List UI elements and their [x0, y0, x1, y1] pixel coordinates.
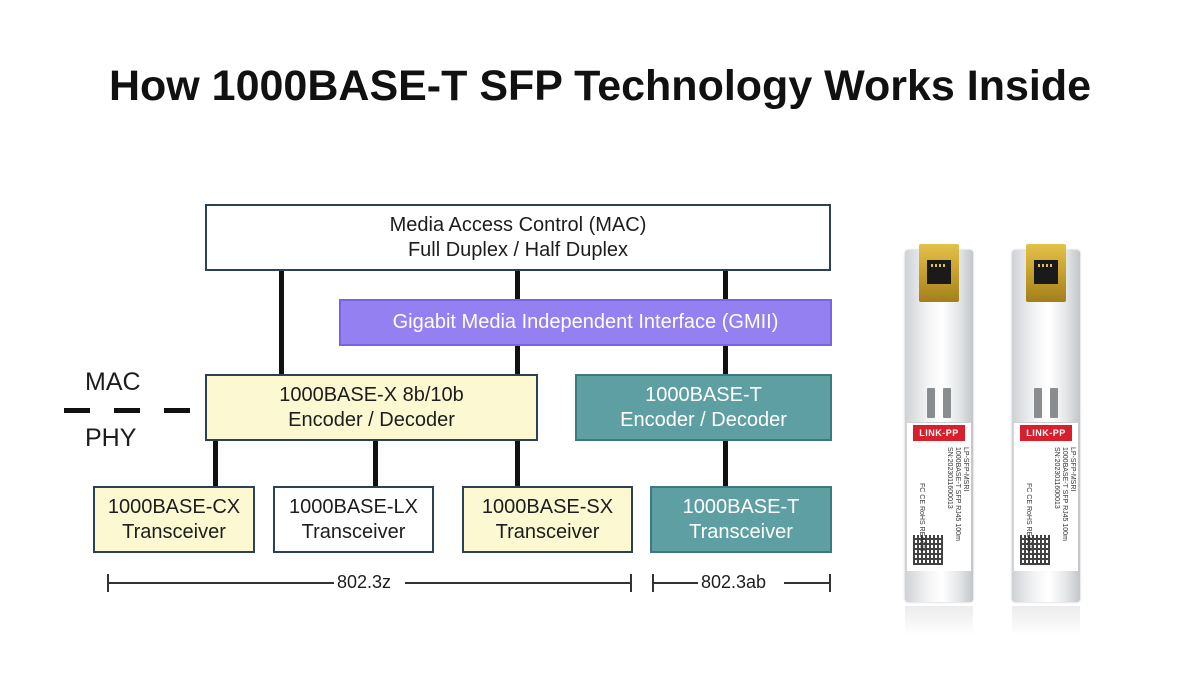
page-title: How 1000BASE-T SFP Technology Works Insi…: [108, 62, 1092, 110]
cert-marks: FC CE RoHS REACH: [918, 483, 925, 552]
connector-gmii-encoder-x: [515, 345, 520, 376]
connector-mac-gmii: [515, 270, 520, 300]
qr-code: [913, 535, 943, 565]
rj45-connector: [919, 244, 959, 302]
range-ab-line-left: [653, 582, 698, 584]
transceiver-t-box: 1000BASE-T Transceiver: [650, 486, 832, 553]
transceiver-t-line2: Transceiver: [689, 520, 793, 543]
reflection: [1012, 606, 1080, 636]
vent-slot: [927, 388, 935, 418]
brand-logo: LINK-PP: [913, 425, 965, 441]
encoder-x-line2: Encoder / Decoder: [288, 408, 455, 431]
mac-layer-label: MAC: [85, 368, 141, 396]
layer-boundary-dash-1: [64, 408, 90, 413]
encoder-t-box: 1000BASE-T Encoder / Decoder: [575, 374, 832, 441]
product-serial: SN:2023011600013: [946, 447, 953, 509]
transceiver-sx-line2: Transceiver: [495, 520, 600, 543]
vent-slot: [943, 388, 951, 418]
range-z-line-left: [108, 582, 334, 584]
rj45-port: [1034, 260, 1058, 284]
encoder-x-box: 1000BASE-X 8b/10b Encoder / Decoder: [205, 374, 538, 441]
transceiver-lx-line1: 1000BASE-LX: [289, 495, 418, 518]
range-z-label: 802.3z: [337, 572, 392, 592]
product-model: LP-SFP-MSRI: [1069, 447, 1076, 492]
connector-encoder-t-transceiver: [723, 440, 728, 487]
product-desc: 1000BASE-T SFP RJ45 100m: [1061, 447, 1068, 541]
product-label-text: LP-SFP-MSRI 1000BASE-T SFP RJ45 100m SN:…: [1036, 447, 1076, 567]
transceiver-t-line1: 1000BASE-T: [682, 495, 800, 518]
transceiver-cx-box: 1000BASE-CX Transceiver: [93, 486, 255, 553]
connector-encoder-x-lx: [373, 440, 378, 487]
range-ab-line-right: [784, 582, 829, 584]
brand-logo: LINK-PP: [1020, 425, 1072, 441]
connector-encoder-x-cx: [213, 440, 218, 487]
range-z-end-tick: [630, 574, 632, 592]
rj45-connector: [1026, 244, 1066, 302]
transceiver-lx-line2: Transceiver: [301, 520, 406, 543]
rj45-port: [927, 260, 951, 284]
gmii-box: Gigabit Media Independent Interface (GMI…: [339, 299, 832, 346]
connector-mac-encoder-x: [279, 270, 284, 376]
mac-box: Media Access Control (MAC) Full Duplex /…: [205, 204, 831, 271]
range-ab-end-tick: [829, 574, 831, 592]
connector-gmii-encoder-t: [723, 345, 728, 376]
gmii-box-label: Gigabit Media Independent Interface (GMI…: [392, 311, 779, 333]
layer-boundary-dash-2: [114, 408, 140, 413]
connector-encoder-x-sx: [515, 440, 520, 487]
reflection: [905, 606, 973, 636]
product-model: LP-SFP-MSRI: [962, 447, 969, 492]
phy-layer-label: PHY: [85, 424, 137, 452]
cert-marks: FC CE RoHS REACH: [1025, 483, 1032, 552]
transceiver-cx-line1: 1000BASE-CX: [107, 495, 241, 518]
range-z-line-right: [405, 582, 631, 584]
mac-box-line2: Full Duplex / Half Duplex: [407, 238, 629, 261]
product-label: LINK-PP FC CE RoHS REACH LP-SFP-MSRI 100…: [1014, 422, 1078, 571]
transceiver-sx-line1: 1000BASE-SX: [481, 495, 614, 518]
range-ab-label: 802.3ab: [701, 572, 767, 592]
product-serial: SN:2023011600013: [1053, 447, 1060, 509]
product-label-text: LP-SFP-MSRI 1000BASE-T SFP RJ45 100m SN:…: [929, 447, 969, 567]
encoder-t-line2: Encoder / Decoder: [620, 408, 787, 431]
product-label: LINK-PP FC CE RoHS REACH LP-SFP-MSRI 100…: [907, 422, 971, 571]
vent-slot: [1050, 388, 1058, 418]
product-desc: 1000BASE-T SFP RJ45 100m: [954, 447, 961, 541]
encoder-x-line1: 1000BASE-X 8b/10b: [279, 383, 464, 406]
transceiver-cx-line2: Transceiver: [122, 520, 226, 543]
qr-code: [1020, 535, 1050, 565]
transceiver-lx-box: 1000BASE-LX Transceiver: [273, 486, 434, 553]
encoder-t-line1: 1000BASE-T: [645, 383, 762, 406]
layer-boundary-dash-3: [164, 408, 190, 413]
transceiver-sx-box: 1000BASE-SX Transceiver: [462, 486, 633, 553]
mac-box-line1: Media Access Control (MAC): [389, 213, 647, 236]
connector-mac-gmii-right: [723, 270, 728, 300]
vent-slot: [1034, 388, 1042, 418]
